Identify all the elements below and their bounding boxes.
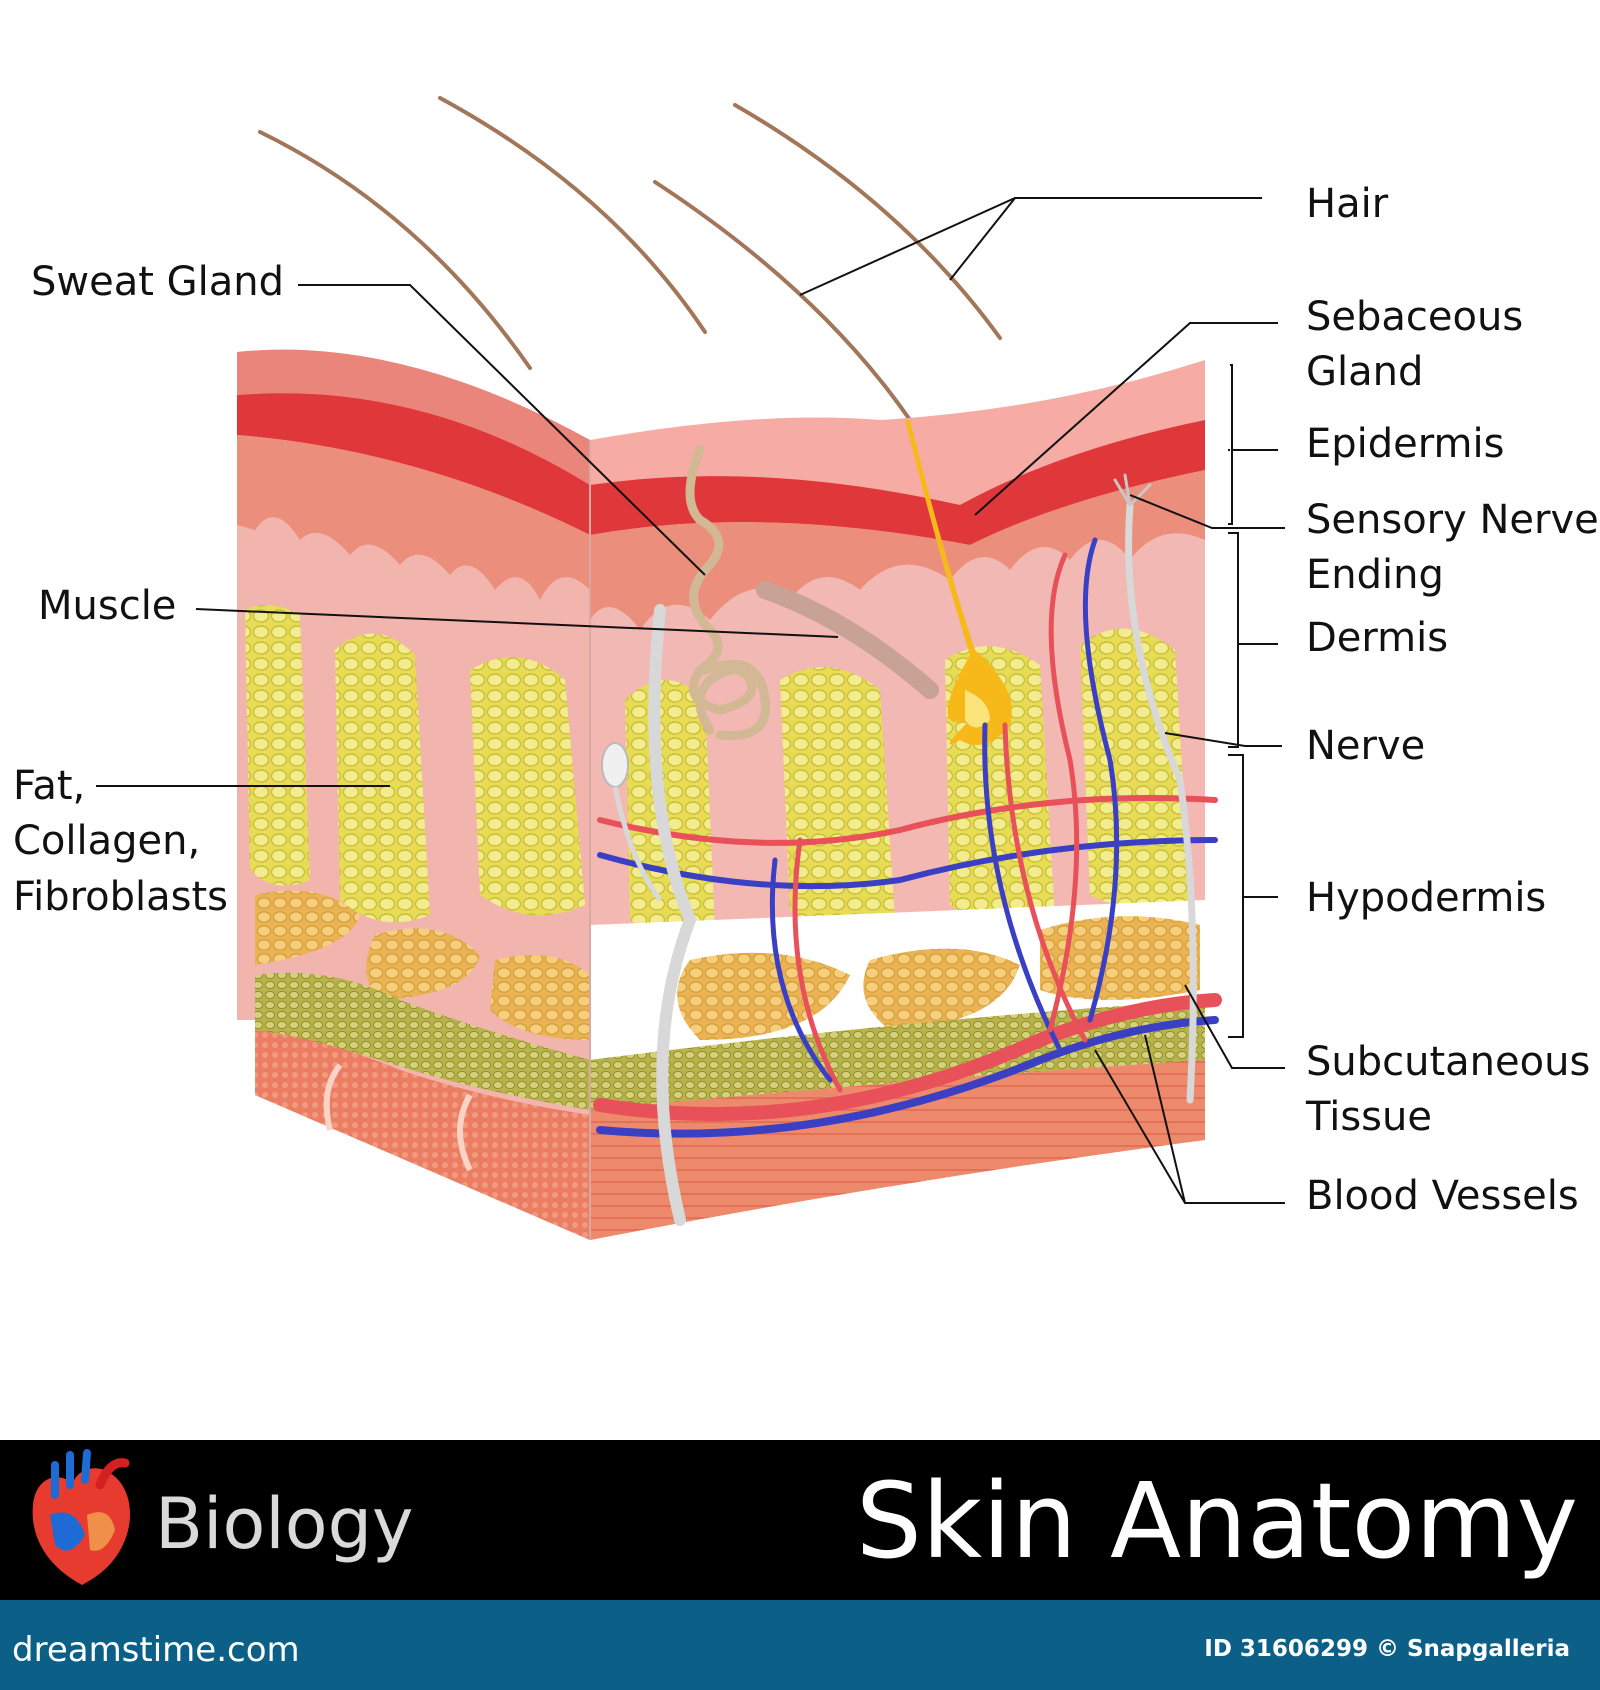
footer-stock-id: ID 31606299 © Snapgalleria xyxy=(1204,1636,1570,1662)
sensory-leader xyxy=(1129,494,1285,529)
sweat-gland-leader xyxy=(298,284,706,576)
label-collagen: Collagen, xyxy=(13,818,201,864)
blood-vessels xyxy=(593,537,1222,1138)
hair-follicle xyxy=(905,420,1012,745)
label-fat: Fat, xyxy=(13,763,86,809)
label-ending: Ending xyxy=(1306,552,1444,598)
label-sweat-gland: Sweat Gland xyxy=(31,259,284,305)
label-fibroblasts: Fibroblasts xyxy=(13,874,229,920)
hypodermis-bracket xyxy=(1228,754,1278,1038)
footer-bar xyxy=(0,1600,1600,1690)
nerve-leader xyxy=(1164,732,1282,747)
subcutaneous-leader xyxy=(1184,984,1285,1069)
label-dermis: Dermis xyxy=(1306,615,1449,661)
dermis-bracket xyxy=(1228,532,1278,748)
label-hypodermis: Hypodermis xyxy=(1306,875,1547,921)
title-band xyxy=(0,1440,1600,1600)
blood-vessels-leader xyxy=(1094,1034,1285,1204)
label-sebaceous: Sebaceous xyxy=(1306,294,1524,340)
skin-diagram xyxy=(96,96,1285,1241)
label-muscle: Muscle xyxy=(38,583,177,629)
label-epidermis: Epidermis xyxy=(1306,421,1505,467)
label-gland: Gland xyxy=(1306,349,1424,395)
label-subcutaneous: Subcutaneous xyxy=(1306,1039,1591,1085)
nerve-fibers xyxy=(648,473,1197,1226)
heart-icon xyxy=(32,1449,130,1585)
muscle-fiber xyxy=(756,581,939,699)
epidermis-bracket xyxy=(1228,364,1278,525)
left-face xyxy=(237,349,590,1241)
muscle-leader xyxy=(195,608,839,638)
band-subject: Biology xyxy=(155,1483,414,1565)
leader-lines xyxy=(96,197,1285,1204)
band-title: Skin Anatomy xyxy=(855,1460,1578,1582)
label-sensory-nerve: Sensory Nerve xyxy=(1306,497,1599,543)
sweat-gland xyxy=(685,445,770,741)
label-tissue: Tissue xyxy=(1306,1094,1432,1140)
sensory-receptor xyxy=(601,742,663,902)
label-nerve: Nerve xyxy=(1306,723,1426,769)
hair-leader xyxy=(799,197,1262,296)
sebaceous-leader xyxy=(974,322,1278,516)
footer-site: dreamstime.com xyxy=(12,1630,300,1670)
label-blood-vessels: Blood Vessels xyxy=(1306,1173,1579,1219)
label-hair: Hair xyxy=(1306,181,1389,227)
